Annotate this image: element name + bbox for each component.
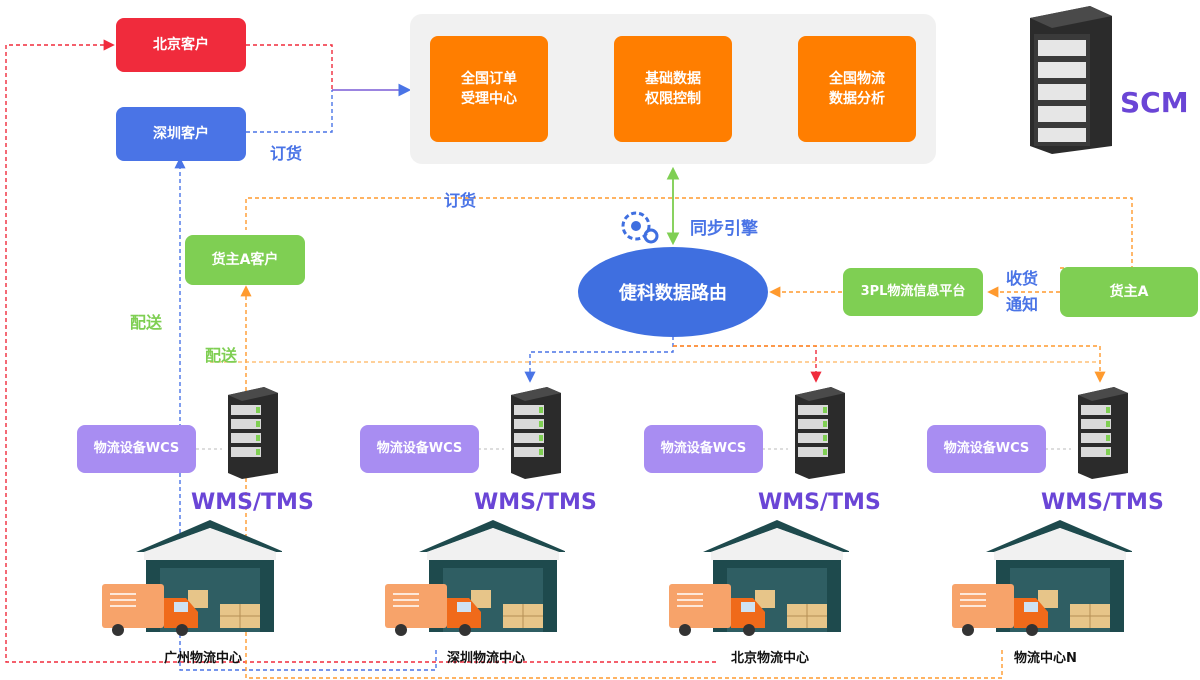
logistics-center-label: 物流中心N <box>1014 651 1077 666</box>
beijing-customer-box: 北京客户 <box>116 18 246 72</box>
wms-tms-label: WMS/TMS <box>474 490 597 515</box>
owner-a-customer-box: 货主A客户 <box>185 235 305 285</box>
deliver-label: 配送 <box>130 313 163 332</box>
logistics-center-label: 深圳物流中心 <box>447 651 526 666</box>
wms-tms-label: WMS/TMS <box>758 490 881 515</box>
warehouse-truck-icon <box>950 520 1134 638</box>
wcs-box: 物流设备WCS <box>927 425 1046 473</box>
wcs-box: 物流设备WCS <box>360 425 479 473</box>
base-data-box: 基础数据 权限控制 <box>614 36 732 142</box>
3pl-platform-box: 3PL物流信息平台 <box>843 268 983 316</box>
scm-label: SCM <box>1120 86 1189 119</box>
logistics-center-label: 北京物流中心 <box>731 651 810 666</box>
server-rack-icon <box>222 387 278 479</box>
data-router-node: 倢科数据路由 <box>578 247 768 337</box>
server-rack-icon <box>1072 387 1128 479</box>
gear-icon <box>618 206 662 246</box>
order-label: 订货 <box>270 144 303 163</box>
warehouse-truck-icon <box>100 520 284 638</box>
wcs-box: 物流设备WCS <box>644 425 763 473</box>
wms-tms-label: WMS/TMS <box>191 490 314 515</box>
shenzhen-customer-box: 深圳客户 <box>116 107 246 161</box>
deliver-label-2: 配送 <box>205 346 238 365</box>
receive-notice-label: 收货 通知 <box>1006 269 1039 314</box>
order-label-2: 订货 <box>444 191 477 210</box>
scm-server-icon <box>1020 6 1112 154</box>
wcs-box: 物流设备WCS <box>77 425 196 473</box>
sync-engine-label: 同步引擎 <box>690 219 758 239</box>
server-rack-icon <box>789 387 845 479</box>
warehouse-truck-icon <box>667 520 851 638</box>
analysis-box: 全国物流 数据分析 <box>798 36 916 142</box>
warehouse-truck-icon <box>383 520 567 638</box>
logistics-center-label: 广州物流中心 <box>164 651 243 666</box>
order-center-box: 全国订单 受理中心 <box>430 36 548 142</box>
owner-a-box: 货主A <box>1060 267 1198 317</box>
server-rack-icon <box>505 387 561 479</box>
wms-tms-label: WMS/TMS <box>1041 490 1164 515</box>
